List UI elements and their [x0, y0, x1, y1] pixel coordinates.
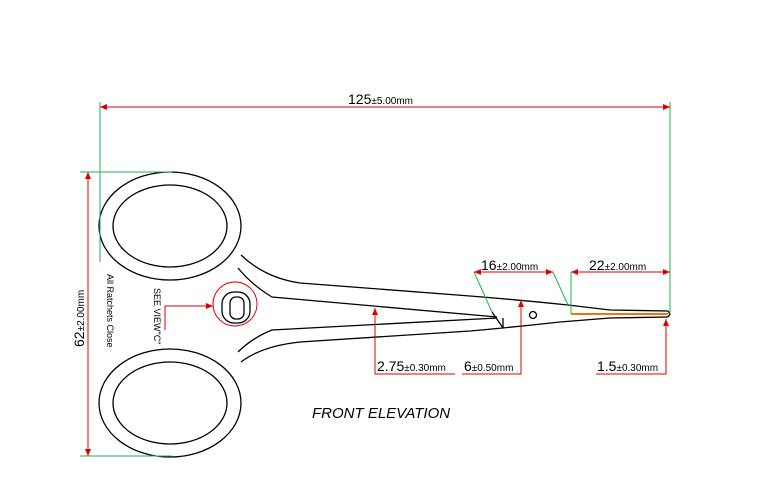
upper-finger-ring-inner [112, 184, 228, 268]
detail-c-circle [212, 281, 258, 327]
dim-jaw-length-16: 16±2.00mm [481, 257, 538, 273]
dimension-lines [85, 104, 670, 456]
pivot-hole [528, 310, 538, 320]
dim-overall-height: 62±2.00mm [71, 290, 87, 347]
lower-shank [237, 317, 498, 353]
dim-jaw-height-6: 6±0.50mm [464, 358, 513, 374]
detail-c-leader [164, 303, 213, 330]
jaw-upper [491, 311, 504, 329]
upper-shank [237, 267, 498, 318]
dim-tip-length-22: 22±2.00mm [589, 257, 646, 273]
note-see-view-c: SEE VIEW"C" [152, 288, 162, 344]
note-ratchets-close: All Ratchets Close [105, 274, 115, 348]
instrument-outline [98, 171, 671, 458]
dim-shank-275: 2.75±0.30mm [377, 358, 446, 374]
lower-finger-ring-outer [98, 348, 242, 458]
lower-finger-ring-inner [112, 361, 228, 445]
dim-tip-15: 1.5±0.30mm [597, 358, 658, 374]
dim-overall-length: 125±5.00mm [348, 91, 413, 107]
extension-lines [80, 102, 671, 457]
box-joint [221, 291, 251, 324]
upper-finger-ring-outer [98, 171, 242, 281]
view-title: FRONT ELEVATION [312, 405, 450, 422]
